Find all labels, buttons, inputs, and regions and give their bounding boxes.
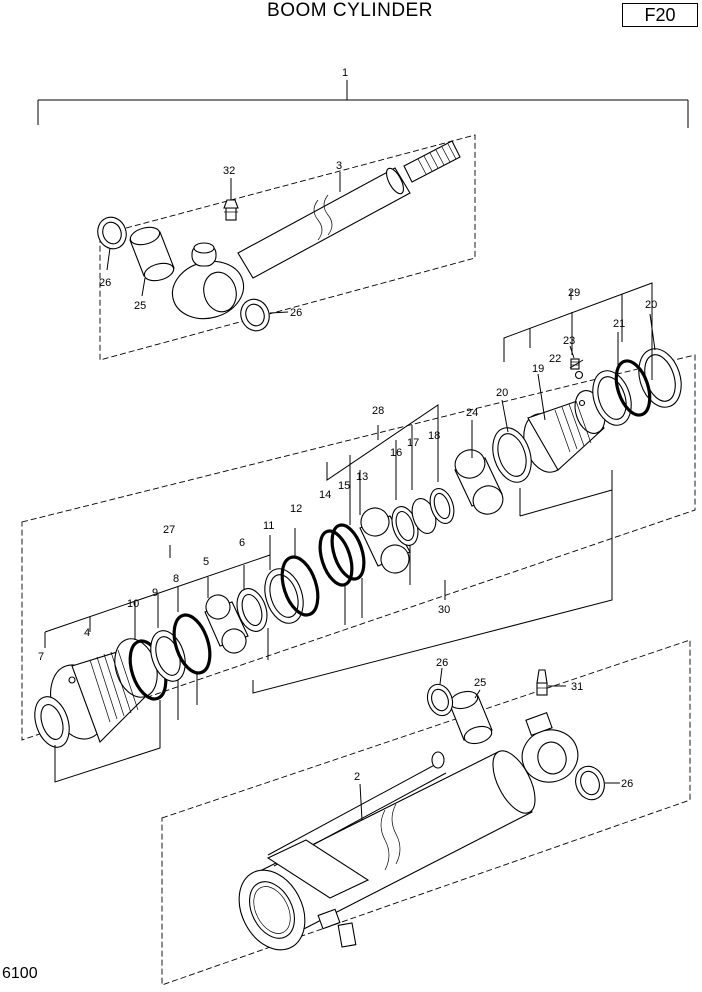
callout-2: 2 — [354, 771, 360, 783]
callout-18: 18 — [428, 430, 440, 442]
callout-1: 1 — [342, 67, 348, 79]
callout-24: 24 — [466, 407, 478, 419]
callout-15: 15 — [338, 480, 350, 492]
callout-6: 6 — [239, 537, 245, 549]
callout-29: 29 — [568, 287, 580, 299]
callout-28: 28 — [372, 405, 384, 417]
callout-14: 14 — [319, 489, 331, 501]
callout-21: 21 — [613, 318, 625, 330]
callout-3: 3 — [336, 160, 342, 172]
callout-11: 11 — [263, 520, 274, 532]
callout-20-right: 20 — [645, 299, 657, 311]
piston-group — [252, 282, 682, 694]
assembly-bracket-1 — [37, 80, 689, 128]
callout-12: 12 — [290, 503, 302, 515]
callout-25-lower: 25 — [474, 677, 486, 689]
callout-31: 31 — [571, 681, 583, 693]
page-title: BOOM CYLINDER — [267, 0, 433, 21]
callout-22: 22 — [549, 353, 561, 365]
callout-32: 32 — [223, 165, 235, 177]
callout-13: 13 — [356, 471, 368, 483]
rod-cover-group — [34, 404, 455, 783]
callout-4: 4 — [84, 627, 90, 639]
cylinder-tube-group — [161, 639, 691, 986]
page-code-box: F20 — [622, 3, 698, 27]
piston-rod-group — [97, 134, 476, 361]
callout-25-upper: 25 — [134, 300, 146, 312]
callout-17: 17 — [407, 437, 419, 449]
callout-26-lower-left: 26 — [436, 657, 448, 669]
callout-20-left: 20 — [496, 387, 508, 399]
callout-labels: 1 3 32 26 25 26 29 20 21 23 22 19 20 28 … — [38, 67, 657, 790]
callout-26-upper-left: 26 — [99, 277, 111, 289]
leader-lines — [106, 172, 656, 821]
callout-5: 5 — [203, 556, 209, 568]
callout-10: 10 — [127, 598, 139, 610]
callout-30: 30 — [438, 604, 450, 616]
callout-26-upper-right: 26 — [290, 307, 302, 319]
callout-7: 7 — [38, 651, 44, 663]
callout-19: 19 — [532, 363, 544, 375]
callout-27: 27 — [163, 524, 175, 536]
callout-23: 23 — [563, 335, 575, 347]
callout-26-lower-right: 26 — [621, 778, 633, 790]
catalog-number: 6100 — [2, 965, 38, 982]
callout-16: 16 — [390, 447, 402, 459]
callout-9: 9 — [152, 587, 158, 599]
callout-8: 8 — [173, 573, 179, 585]
